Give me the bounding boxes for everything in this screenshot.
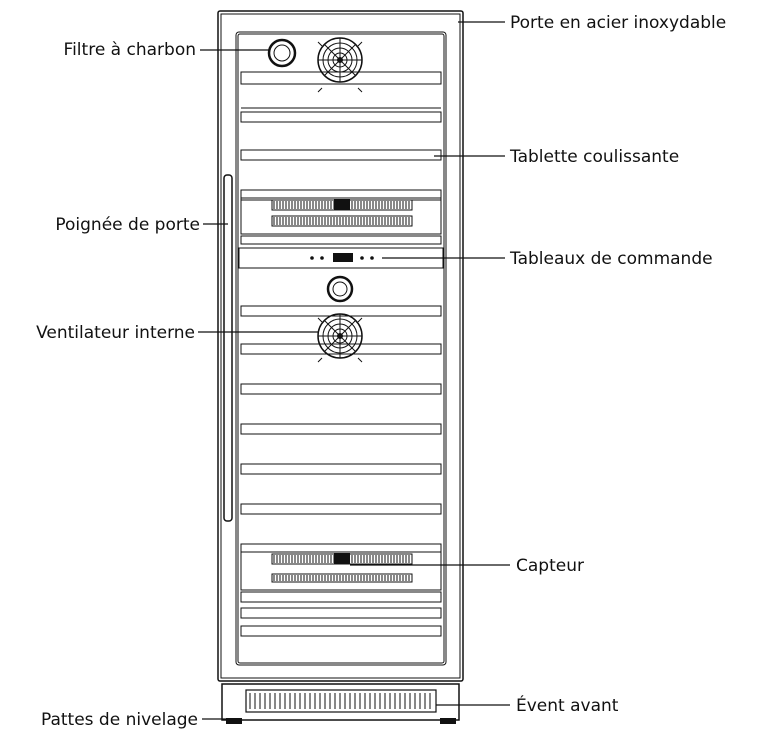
upper-evaporator-slats-bottom (273, 217, 410, 225)
top-fan-mount (357, 41, 363, 47)
shelf (240, 503, 442, 515)
label-door-handle: Poignée de porte (55, 215, 200, 235)
lower-carbon-filter-ring (326, 275, 354, 303)
label-sliding-shelf: Tablette coulissante (509, 147, 679, 167)
control-panel-button (360, 256, 364, 260)
upper-evaporator (240, 197, 442, 235)
cabinet (217, 10, 464, 682)
carbon-filter-core (273, 44, 291, 62)
shelf (240, 625, 442, 637)
control-panel-display (333, 253, 353, 262)
sensor-element (334, 553, 350, 564)
front-vent-grill (245, 689, 437, 713)
shelf (240, 463, 442, 475)
shelf (240, 607, 442, 619)
shelf (240, 591, 442, 603)
label-leveling-legs: Pattes de nivelage (41, 710, 198, 730)
shelf (240, 383, 442, 395)
leader-lines (198, 21, 510, 720)
shelf (240, 111, 442, 123)
sensor-slats-bottom (273, 575, 410, 581)
control-panel-top-bar (240, 235, 442, 245)
control-panel-button (310, 256, 314, 260)
sensor-frame (240, 551, 442, 591)
evaporator-sensor-block (334, 199, 350, 210)
top-fan (317, 37, 363, 93)
glass-pane-inner (237, 33, 445, 664)
top-fan-mount (317, 87, 323, 93)
leveling-leg-right (440, 718, 456, 724)
internal-fan (317, 313, 363, 363)
top-fan-mount (357, 87, 363, 93)
front-vent-slats (249, 693, 431, 709)
shelf (240, 543, 442, 553)
shelves-upper (240, 71, 442, 201)
label-sensor: Capteur (516, 556, 584, 576)
lower-carbon-filter-core (332, 281, 348, 297)
evaporator-frame (240, 197, 442, 235)
control-panel-button (320, 256, 324, 260)
door-frame (220, 13, 461, 679)
labels: Porte en acier inoxydable Filtre à charb… (36, 13, 726, 730)
top-fan-hub (337, 57, 343, 63)
shelves-middle (240, 305, 442, 355)
shelves-lower (240, 383, 442, 553)
carbon-filter (267, 38, 297, 68)
shelf (240, 149, 442, 161)
internal-fan-mount (357, 357, 363, 363)
shelf (240, 423, 442, 435)
cabinet-base (221, 683, 460, 724)
glass-pane (235, 31, 447, 666)
upper-evaporator-slats-top (273, 201, 410, 209)
door-handle (223, 174, 233, 522)
sensor-slats-top (273, 555, 410, 563)
control-panel-button (370, 256, 374, 260)
label-control-panel: Tableaux de commande (509, 249, 713, 269)
label-front-vent: Évent avant (516, 694, 619, 716)
internal-fan-mount (317, 317, 323, 323)
shelf (240, 343, 442, 355)
handle-bar (223, 174, 233, 522)
internal-fan-mount (317, 357, 323, 363)
cabinet-outer-frame (217, 10, 464, 682)
carbon-filter-ring (267, 38, 297, 68)
lower-carbon-filter (326, 275, 354, 303)
sensor-grill-bottom (271, 573, 413, 583)
control-panel (238, 235, 444, 269)
shelf (240, 71, 442, 85)
label-stainless-door: Porte en acier inoxydable (510, 13, 726, 33)
internal-fan-hub (337, 333, 343, 339)
shelf (240, 305, 442, 317)
leveling-leg-left (226, 718, 242, 724)
label-carbon-filter: Filtre à charbon (64, 40, 196, 60)
shelves-bottom (240, 591, 442, 637)
base-plinth (221, 683, 460, 721)
label-internal-fan: Ventilateur interne (36, 323, 195, 343)
internal-fan-mount (357, 317, 363, 323)
sensor-block (240, 551, 442, 591)
evaporator-grill-bottom (271, 215, 413, 227)
top-fan-mount (317, 41, 323, 47)
